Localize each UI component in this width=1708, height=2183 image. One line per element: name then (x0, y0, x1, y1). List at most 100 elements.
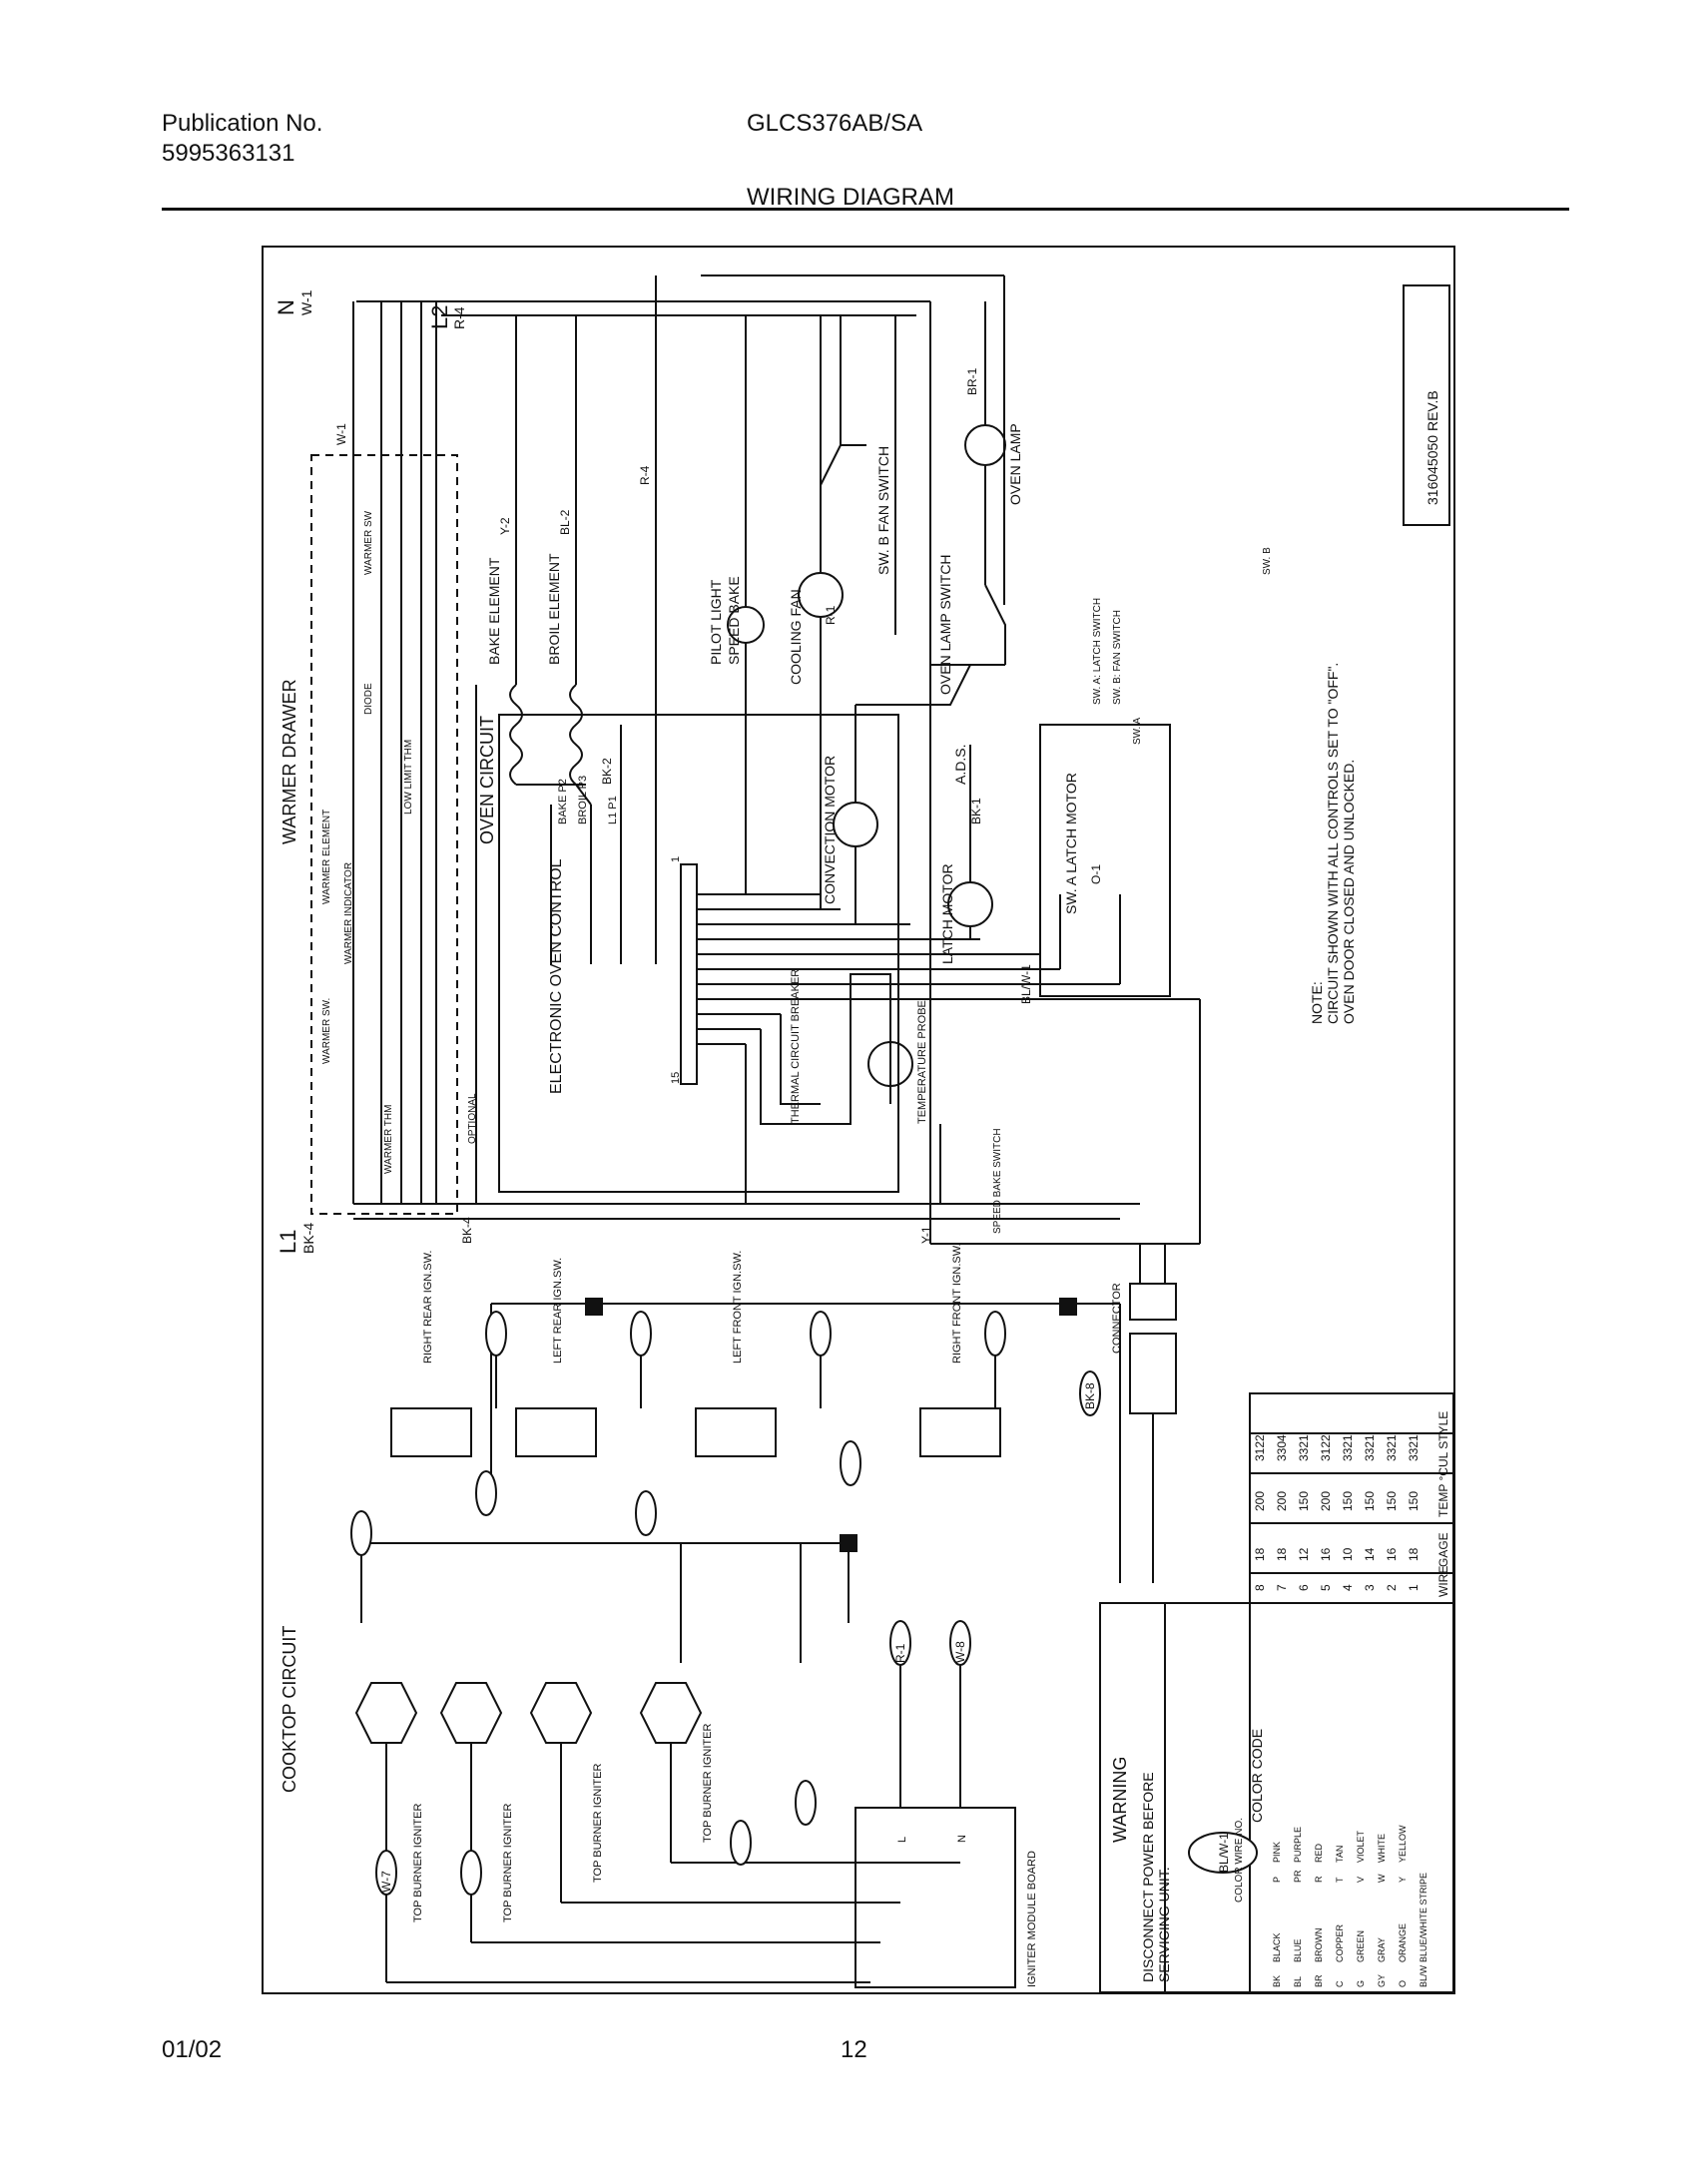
wire-table-header: UL STYLE (1436, 1411, 1450, 1467)
color-code-abbr: V (1356, 1877, 1366, 1883)
wire-tag-bk2: BK-2 (600, 758, 614, 785)
color-code-name: BLACK (1272, 1932, 1282, 1962)
speed-bake-label: SPEED BAKE (726, 576, 742, 665)
wire-table-cell: 14 (1363, 1547, 1377, 1561)
wire-tag-blw1: BL/W-1 (1019, 964, 1033, 1004)
publication-number: 5995363131 (162, 140, 295, 167)
wire-table-header: WIRE (1436, 1566, 1450, 1597)
wire-table-cell: 200 (1275, 1491, 1289, 1511)
warmer-sw-label: WARMER SW (363, 510, 374, 575)
part-number: 316045050 REV.B (1424, 390, 1440, 505)
warmer-indicator-label: WARMER INDICATOR (343, 862, 354, 964)
wire-table-cell: 18 (1253, 1547, 1267, 1561)
sw-b-note: SW. B: FAN SWITCH (1112, 610, 1123, 705)
wire-table-cell: 3321 (1385, 1434, 1399, 1461)
part-number-box (1403, 284, 1450, 526)
warmer-thm-label: WARMER THM (383, 1105, 394, 1174)
wire-table-cell: 3 (1363, 1584, 1377, 1591)
wire-table-cell: 3304 (1275, 1434, 1289, 1461)
igniter-2-label: TOP BURNER IGNITER (502, 1804, 514, 1922)
wire-tag-y2: Y-2 (498, 517, 512, 535)
latch-motor-label: LATCH MOTOR (939, 863, 955, 964)
wire-table-cell: 4 (1341, 1584, 1355, 1591)
left-rear-switch-label: LEFT REAR IGN.SW. (552, 1258, 564, 1364)
wire-tag-y1: Y-1 (919, 1226, 933, 1244)
wire-table-cell: 2 (1385, 1584, 1399, 1591)
terminal-l1: L1 (276, 1230, 300, 1254)
color-code-name: TAN (1335, 1846, 1345, 1863)
footer-page-number: 12 (841, 2036, 867, 2063)
color-code-table: BKBLACKPPINKBLBLUEPRPURPLEBRBROWNRREDCCO… (1272, 1825, 1428, 1987)
wire-tag-w7: W-7 (379, 1871, 393, 1893)
color-code-name: YELLOW (1398, 1825, 1408, 1863)
wire-tag-r1: R-1 (824, 605, 838, 625)
color-code-abbr: Y (1398, 1877, 1408, 1883)
warning-title: WARNING (1110, 1757, 1130, 1843)
wire-table-cell: 5 (1319, 1584, 1333, 1591)
color-code-abbr: W (1377, 1874, 1387, 1883)
igniter-module-label: IGNITER MODULE BOARD (1026, 1851, 1038, 1987)
igniter-1 (354, 1682, 418, 1744)
color-code-name: WHITE (1377, 1834, 1387, 1863)
wire-table-cell: 8 (1253, 1584, 1267, 1591)
color-code-abbr: P (1272, 1877, 1282, 1883)
color-code-abbr: O (1398, 1980, 1408, 1987)
wire-table-cell: 16 (1385, 1547, 1399, 1561)
optional-label: OPTIONAL (467, 1093, 478, 1144)
wire-tag-r4: R-4 (638, 465, 652, 485)
color-code-name: PINK (1272, 1842, 1282, 1863)
convection-motor-label: CONVECTION MOTOR (822, 756, 838, 904)
latch-switch-label: SW. A LATCH MOTOR (1063, 773, 1079, 914)
color-code-title: COLOR CODE (1249, 1729, 1265, 1823)
ignition-switch-left-front (695, 1407, 777, 1457)
wire-table-header: TEMP °C (1436, 1467, 1450, 1517)
color-code-name: BROWN (1314, 1928, 1324, 1963)
wire-table-cell: 150 (1363, 1491, 1377, 1511)
connector-label: CONNECTOR (1111, 1283, 1123, 1354)
wire-table-cell: 1 (1407, 1584, 1421, 1591)
left-front-switch-label: LEFT FRONT IGN.SW. (732, 1251, 744, 1364)
note-line-1: CIRCUIT SHOWN WITH ALL CONTROLS SET TO "… (1325, 663, 1341, 1024)
wire-tag-bl2: BL-2 (558, 509, 572, 535)
wire-table-cell: 18 (1407, 1547, 1421, 1561)
warning-line-2: SERVICING UNIT. (1156, 1867, 1172, 1982)
igniter-4-label: TOP BURNER IGNITER (702, 1724, 714, 1843)
oven-lamp-switch-label: OVEN LAMP SWITCH (937, 554, 953, 695)
low-limit-label: LOW LIMIT THM (403, 740, 414, 815)
header-rule (162, 208, 1569, 211)
warmer-element-label: WARMER ELEMENT (321, 810, 332, 904)
wire-table-cell: 6 (1297, 1584, 1311, 1591)
wire-table-cell: 12 (1297, 1547, 1311, 1561)
pin-15-label: 15 (670, 1072, 682, 1084)
temp-probe-label: TEMPERATURE PROBE (916, 1000, 928, 1124)
color-code-name: RED (1314, 1843, 1324, 1863)
color-code-name: VIOLET (1356, 1830, 1366, 1863)
color-code-name: BLUE (1293, 1938, 1303, 1962)
color-code-name: BLUE/WHITE STRIPE (1419, 1873, 1428, 1962)
footer-date: 01/02 (162, 2036, 223, 2063)
note-label: NOTE: (1309, 981, 1325, 1024)
wire-tag-bk1: BK-1 (969, 798, 983, 824)
wire-tag-bk8: BK-8 (1083, 1382, 1097, 1409)
wire-table-cell: 3321 (1363, 1434, 1377, 1461)
wire-tag-r1-module: R-1 (893, 1643, 907, 1663)
warmer-drawer-box (310, 454, 458, 1215)
wire-table-cell: 150 (1407, 1491, 1421, 1511)
terminal-l1-wire: BK-4 (300, 1223, 316, 1254)
wire-table-cell: 150 (1385, 1491, 1399, 1511)
color-code-abbr: GY (1377, 1974, 1387, 1987)
warmer-switch-label: WARMER SW. (321, 998, 332, 1064)
pin-1-label: 1 (670, 856, 682, 862)
broil-p3-label: BROIL P3 (577, 776, 589, 824)
oven-circuit-title: OVEN CIRCUIT (477, 716, 497, 844)
color-code-abbr: BL/W (1419, 1964, 1428, 1987)
wire-table-cell: 3122 (1253, 1434, 1267, 1461)
igniter-4 (639, 1682, 703, 1744)
color-code-abbr: BR (1314, 1974, 1324, 1987)
color-code-abbr: PR (1293, 1870, 1303, 1883)
wire-table-cell: 3122 (1319, 1434, 1333, 1461)
wire-table-cell: 200 (1319, 1491, 1333, 1511)
igniter-module-board (854, 1807, 1016, 1988)
wire-tag-br1: BR-1 (965, 367, 979, 395)
oven-lamp-label: OVEN LAMP (1007, 423, 1023, 505)
